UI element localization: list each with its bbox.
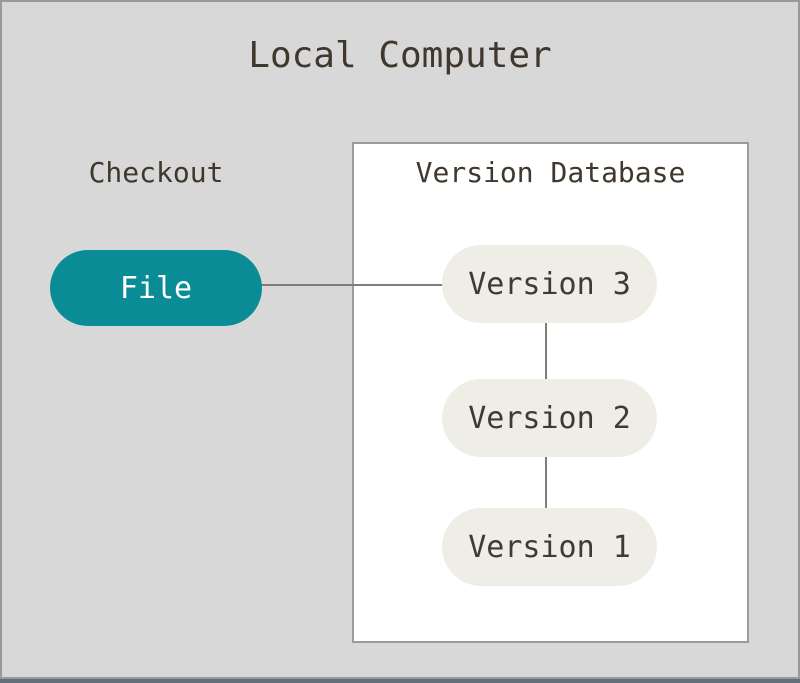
connector-version2-to-version1: [545, 456, 547, 509]
file-node: File: [50, 250, 262, 326]
checkout-column-label: Checkout: [88, 156, 224, 189]
connector-file-to-version3: [260, 284, 444, 286]
connector-version3-to-version2: [545, 323, 547, 380]
diagram-title: Local Computer: [248, 35, 552, 76]
version-1-node: Version 1: [442, 508, 657, 586]
version-2-node: Version 2: [442, 379, 657, 457]
version-database-label: Version Database: [415, 156, 686, 189]
version-3-node: Version 3: [442, 245, 657, 323]
bottom-edge-bar: [0, 679, 800, 683]
